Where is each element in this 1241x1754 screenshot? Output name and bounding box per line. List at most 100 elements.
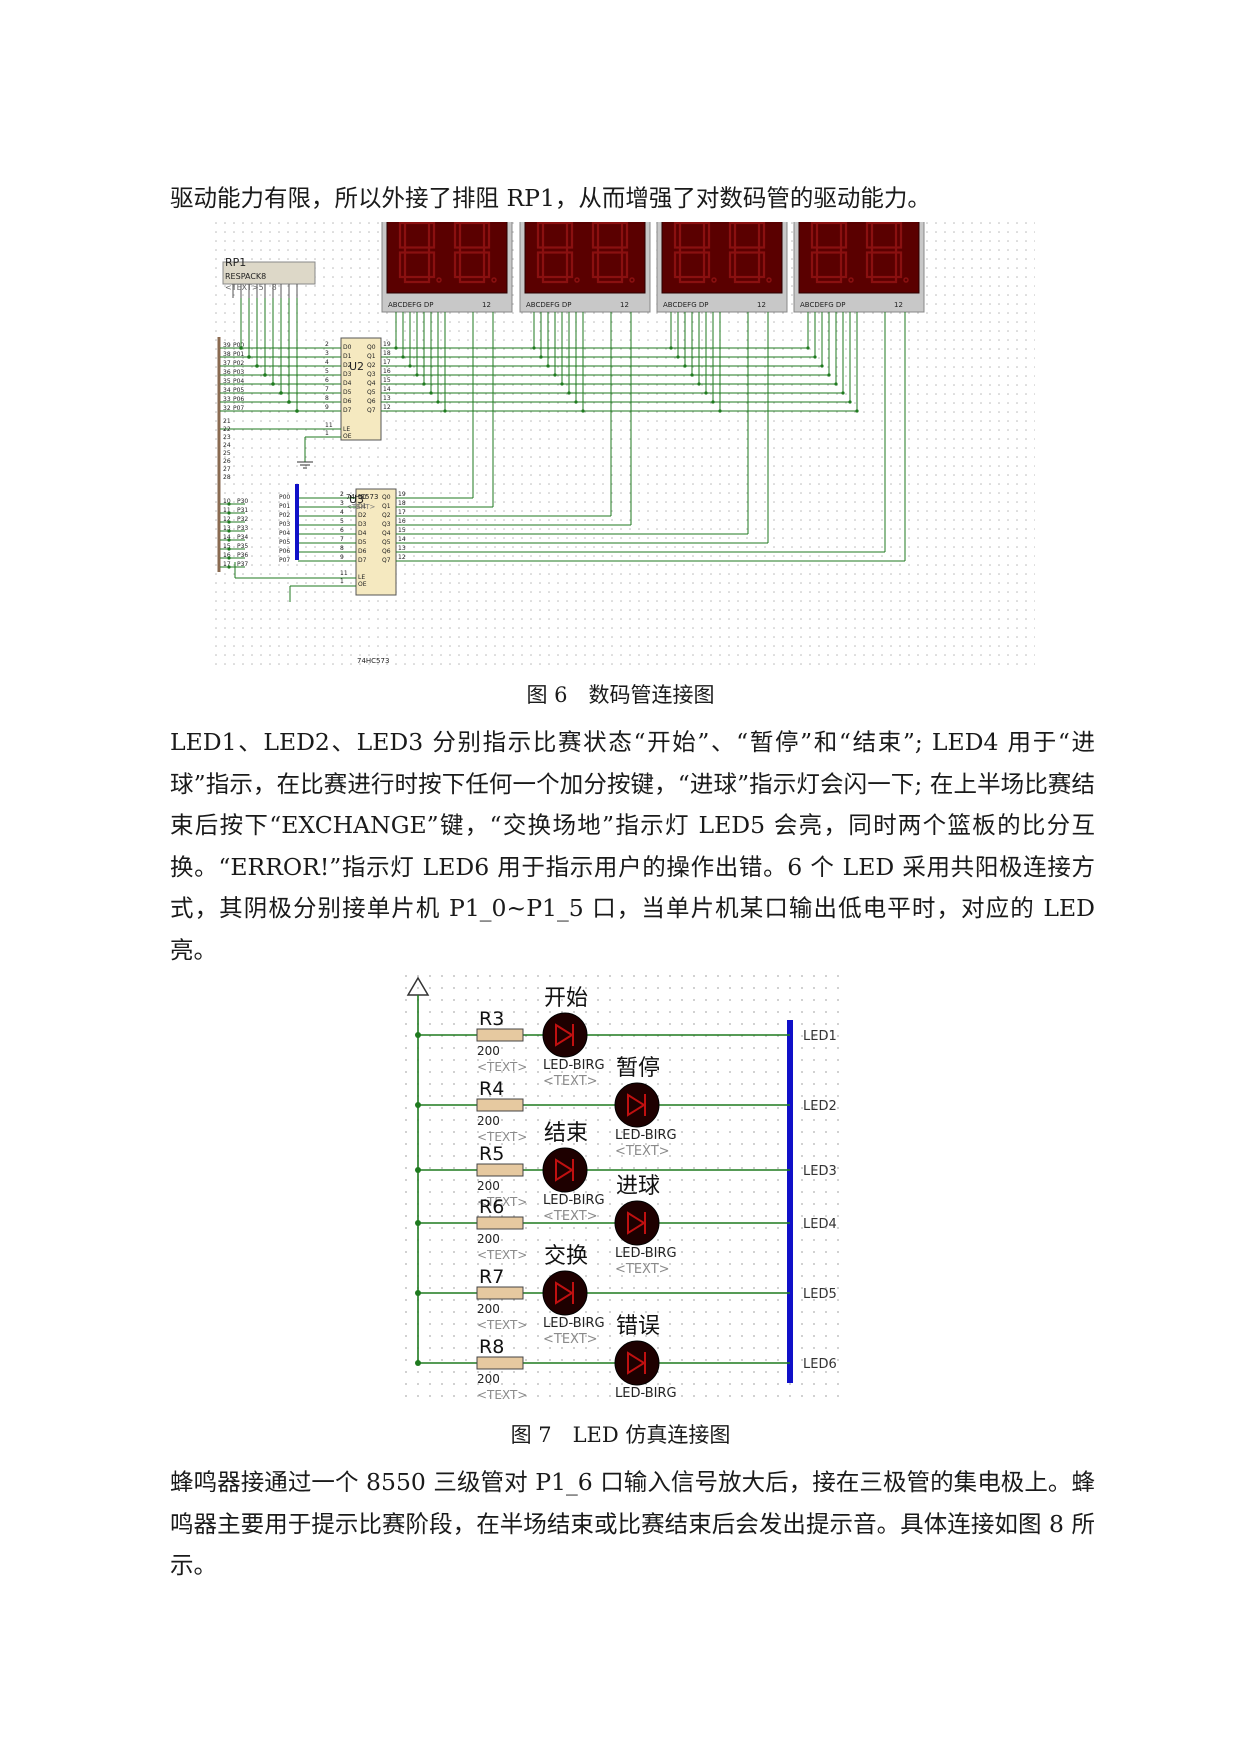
u3-q-pin: Q2 bbox=[382, 512, 391, 519]
segment bbox=[733, 222, 761, 225]
u3-d-pin: D7 bbox=[358, 557, 367, 564]
u2-q-pin: Q5 bbox=[367, 389, 376, 396]
port3-label: P30 bbox=[237, 498, 248, 505]
segment bbox=[541, 275, 569, 284]
junction-dot bbox=[227, 511, 231, 515]
port3-label: P33 bbox=[237, 525, 248, 532]
segment bbox=[482, 251, 491, 279]
segment bbox=[839, 251, 848, 279]
u3-d-pin: D3 bbox=[358, 521, 367, 528]
led-type: LED-BIRG bbox=[615, 1128, 677, 1143]
resistor-text: <TEXT> bbox=[477, 1195, 527, 1209]
misc-pin-num: 23 bbox=[223, 434, 231, 441]
paragraph-top: 驱动能力有限，所以外接了排阻 RP1，从而增强了对数码管的驱动能力。 bbox=[170, 184, 931, 212]
resistor-name: R6 bbox=[479, 1196, 504, 1218]
segment bbox=[757, 251, 766, 279]
junction-dot bbox=[227, 529, 231, 533]
u2-d-pin: D5 bbox=[343, 389, 352, 396]
u2-d-pin: D6 bbox=[343, 398, 352, 405]
u2-d-pin: D0 bbox=[343, 344, 352, 351]
digit-pin-nums: 12 bbox=[482, 301, 491, 309]
port3-num: 14 bbox=[223, 534, 231, 541]
port3-num: 10 bbox=[223, 498, 231, 505]
segment bbox=[733, 275, 761, 284]
port0-num: 36 bbox=[223, 369, 231, 376]
led-body bbox=[614, 1340, 660, 1386]
digit-pin-nums: 12 bbox=[620, 301, 629, 309]
u2-in-num: 6 bbox=[325, 377, 329, 384]
net-label: LED3 bbox=[803, 1164, 837, 1179]
resistor-text: <TEXT> bbox=[477, 1060, 527, 1074]
u3-out-num: 16 bbox=[398, 518, 406, 525]
u3-out-num: 14 bbox=[398, 536, 406, 543]
segment bbox=[596, 275, 624, 284]
port3-num: 13 bbox=[223, 525, 231, 532]
u3-le-num: 11 bbox=[340, 570, 348, 577]
port0-label: P02 bbox=[233, 360, 244, 367]
junction-dot bbox=[239, 346, 243, 350]
u3-out-num: 17 bbox=[398, 509, 406, 516]
u3-d-pin: D0 bbox=[358, 494, 367, 501]
segment-dp bbox=[436, 277, 442, 283]
resistor-value: 200 bbox=[477, 1114, 500, 1128]
junction-dot bbox=[271, 382, 275, 386]
u2-d-pin: D4 bbox=[343, 380, 352, 387]
port3-num: 17 bbox=[223, 561, 231, 568]
segment bbox=[458, 222, 486, 225]
led-label: 开始 bbox=[544, 986, 588, 1011]
segment bbox=[403, 222, 431, 225]
led-body bbox=[542, 1147, 588, 1193]
led-label: 暂停 bbox=[616, 1056, 660, 1081]
segment bbox=[894, 222, 903, 249]
segment bbox=[536, 222, 545, 249]
resistor-value: 200 bbox=[477, 1372, 500, 1386]
segment bbox=[403, 275, 431, 284]
u2-in-num: 4 bbox=[325, 359, 329, 366]
segment bbox=[757, 222, 766, 249]
u3-port-label: P01 bbox=[279, 503, 290, 510]
led-diode-icon bbox=[627, 1351, 646, 1375]
segment bbox=[403, 246, 431, 254]
u3-port-label: P07 bbox=[279, 557, 290, 564]
net-label: LED1 bbox=[803, 1029, 837, 1044]
paragraph-middle: LED1、LED2、LED3 分别指示比赛状态“开始”、“暂停”和“结束”; L… bbox=[170, 728, 1095, 964]
net-label: LED5 bbox=[803, 1287, 837, 1302]
digit-pin-nums: 12 bbox=[757, 301, 766, 309]
u2-out-num: 13 bbox=[383, 395, 391, 402]
u3-out-num: 18 bbox=[398, 500, 406, 507]
u3-oe-num: 1 bbox=[340, 578, 344, 585]
misc-pin-num: 28 bbox=[223, 474, 231, 481]
digit-pin-label: ABCDEFG DP bbox=[800, 301, 845, 309]
u3-chip-type: 74HC573 bbox=[357, 657, 389, 665]
u2-out-num: 18 bbox=[383, 350, 391, 357]
port0-num: 33 bbox=[223, 396, 231, 403]
resistor-value: 200 bbox=[477, 1232, 500, 1246]
u3-out-num: 13 bbox=[398, 545, 406, 552]
led-text: <TEXT> bbox=[543, 1332, 598, 1347]
segment bbox=[702, 222, 711, 249]
u2-out-num: 14 bbox=[383, 386, 391, 393]
u3-q-pin: Q0 bbox=[382, 494, 391, 501]
port3-label: P32 bbox=[237, 516, 248, 523]
u3-in-num: 4 bbox=[340, 509, 344, 516]
u3-q-pin: Q3 bbox=[382, 521, 391, 528]
led-text: <TEXT> bbox=[543, 1209, 598, 1224]
segment bbox=[865, 222, 874, 249]
misc-pin-num: 26 bbox=[223, 458, 231, 465]
u3-in-num: 3 bbox=[340, 500, 344, 507]
segment bbox=[810, 222, 819, 249]
junction-dot bbox=[227, 520, 231, 524]
segment bbox=[678, 246, 706, 254]
u2-q-pin: Q6 bbox=[367, 398, 376, 405]
u3-body bbox=[355, 488, 397, 596]
u2-in-num: 7 bbox=[325, 386, 329, 393]
junction-dot bbox=[279, 391, 283, 395]
u2-d-pin: D7 bbox=[343, 407, 352, 414]
u3-oe: OE bbox=[358, 581, 367, 588]
segment bbox=[565, 222, 574, 249]
u2-oe-num: 1 bbox=[325, 430, 329, 437]
port0-label: P05 bbox=[233, 387, 244, 394]
port0-num: 37 bbox=[223, 360, 231, 367]
segment bbox=[427, 222, 436, 249]
u3-port-label: P02 bbox=[279, 512, 290, 519]
